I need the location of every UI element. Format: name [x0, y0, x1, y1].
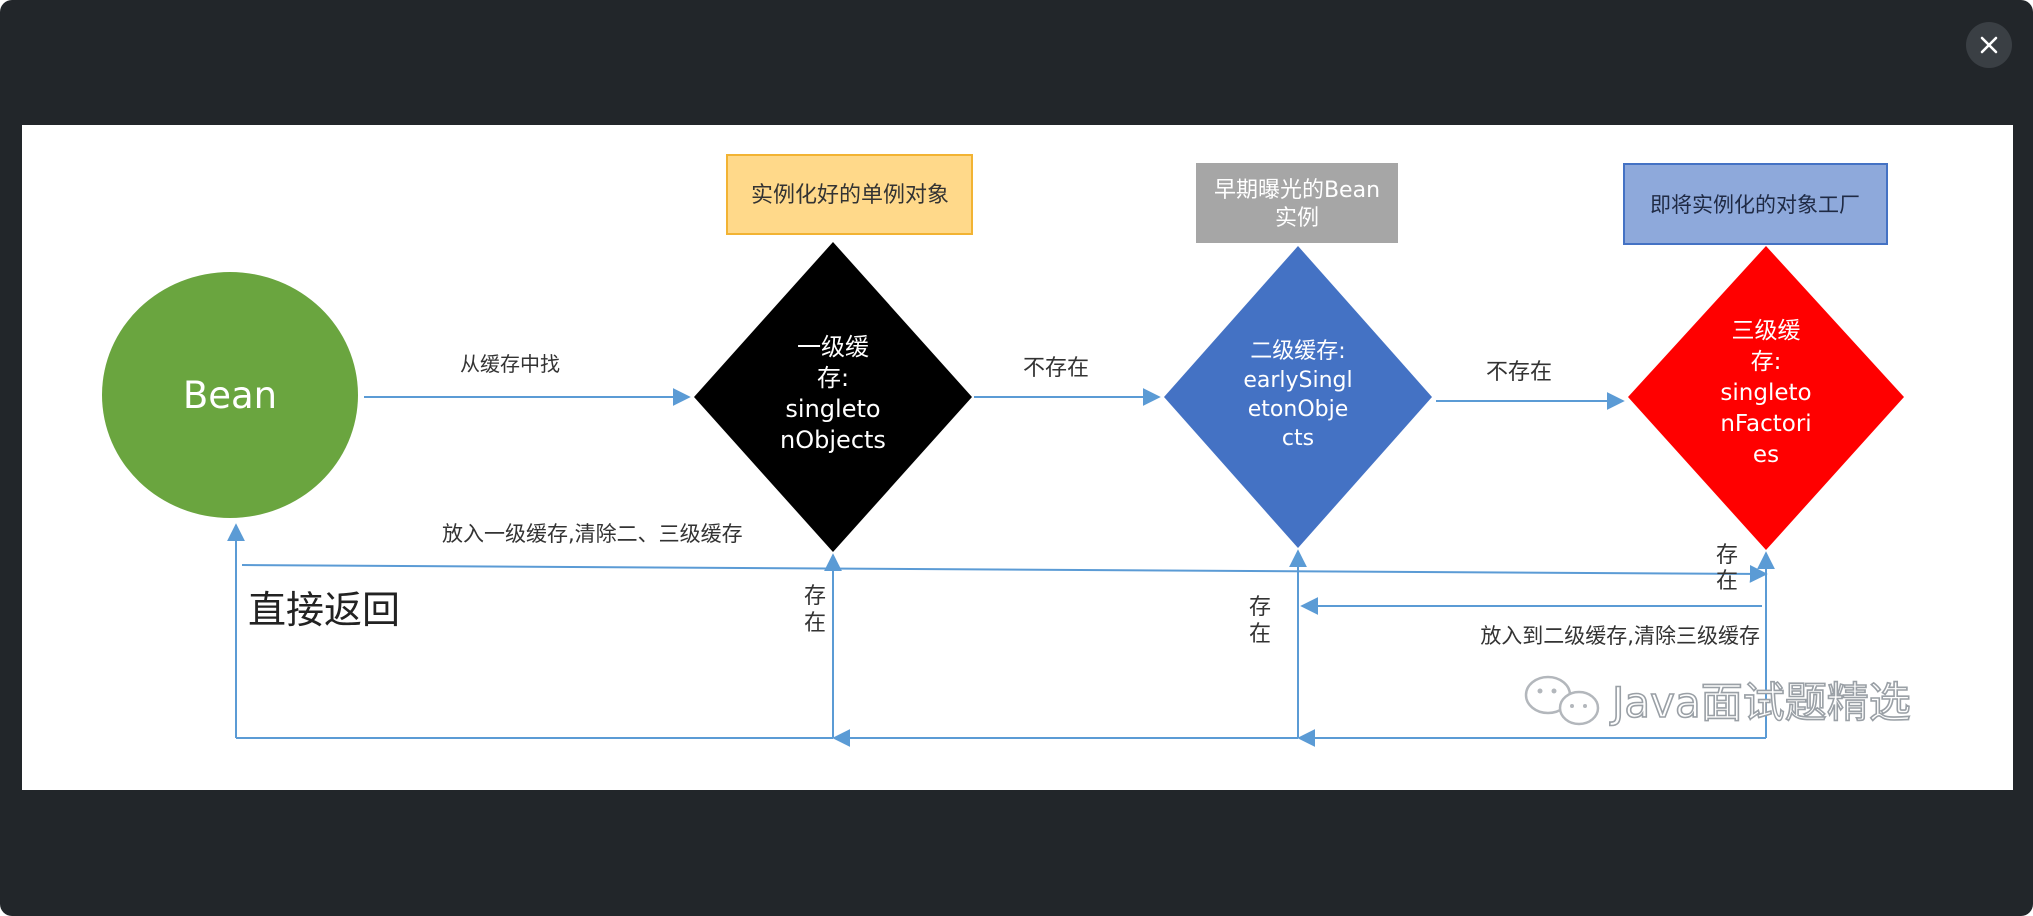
edge-label-exists-3b: 在	[1716, 569, 1738, 594]
edge-label-exists-1a: 存	[804, 584, 826, 609]
level3-line5: es	[1753, 442, 1779, 468]
level1-line3: singleto	[785, 395, 880, 423]
level1-line1: 一级缓	[797, 333, 869, 361]
level3-line1: 三级缓	[1732, 318, 1801, 344]
level1-note	[726, 154, 973, 235]
level3-line3: singleto	[1720, 380, 1811, 406]
edge-label-exists-3a: 存	[1716, 543, 1738, 568]
level2-line4: cts	[1282, 426, 1314, 451]
watermark-text: Java面试题精选	[1609, 678, 1911, 727]
level1-cache-node	[694, 242, 972, 552]
level3-line4: nFactori	[1720, 411, 1811, 437]
level1-note-text: 实例化好的单例对象	[751, 183, 949, 208]
edge-label-put-level2: 放入到二级缓存,清除三级缓存	[1480, 624, 1760, 648]
level3-line2: 存:	[1751, 349, 1782, 375]
edge-label-not-exist-1: 不存在	[1023, 356, 1089, 381]
bean-label: Bean	[183, 374, 277, 417]
level2-note	[1196, 163, 1398, 243]
level3-cache-node	[1628, 246, 1904, 550]
level1-line4: nObjects	[780, 426, 886, 454]
edge-label-exists-2b: 在	[1249, 622, 1271, 647]
level2-line3: etonObje	[1248, 397, 1349, 422]
edge-label-not-exist-2: 不存在	[1486, 360, 1552, 385]
level2-line1: 二级缓存:	[1250, 339, 1345, 364]
close-button[interactable]	[1966, 22, 2012, 68]
edge-label-exists-1b: 在	[804, 611, 826, 636]
edge-label-put-level1: 放入一级缓存,清除二、三级缓存	[442, 522, 743, 546]
bean-node	[102, 272, 358, 518]
wechat-icon	[1524, 675, 1600, 726]
edge-label-exists-2a: 存	[1249, 595, 1271, 620]
level1-line2: 存:	[817, 364, 849, 392]
arrow-put-level1	[241, 564, 1768, 583]
edge-label-find-in-cache: 从缓存中找	[460, 352, 560, 376]
cache-flow-diagram-image: Bean 实例化好的单例对象 一级缓 存: singleto nObjects …	[22, 125, 2013, 790]
level2-note-line1: 早期曝光的Bean	[1214, 178, 1380, 203]
edge-label-return-direct: 直接返回	[248, 588, 400, 632]
level2-note-line2: 实例	[1275, 206, 1319, 231]
diagram-canvas: Bean 实例化好的单例对象 一级缓 存: singleto nObjects …	[102, 154, 1912, 747]
level3-note	[1623, 163, 1888, 245]
close-icon	[1980, 36, 1998, 54]
level2-cache-node	[1164, 246, 1432, 548]
level2-line2: earlySingl	[1243, 368, 1352, 393]
level3-note-text: 即将实例化的对象工厂	[1650, 193, 1860, 217]
